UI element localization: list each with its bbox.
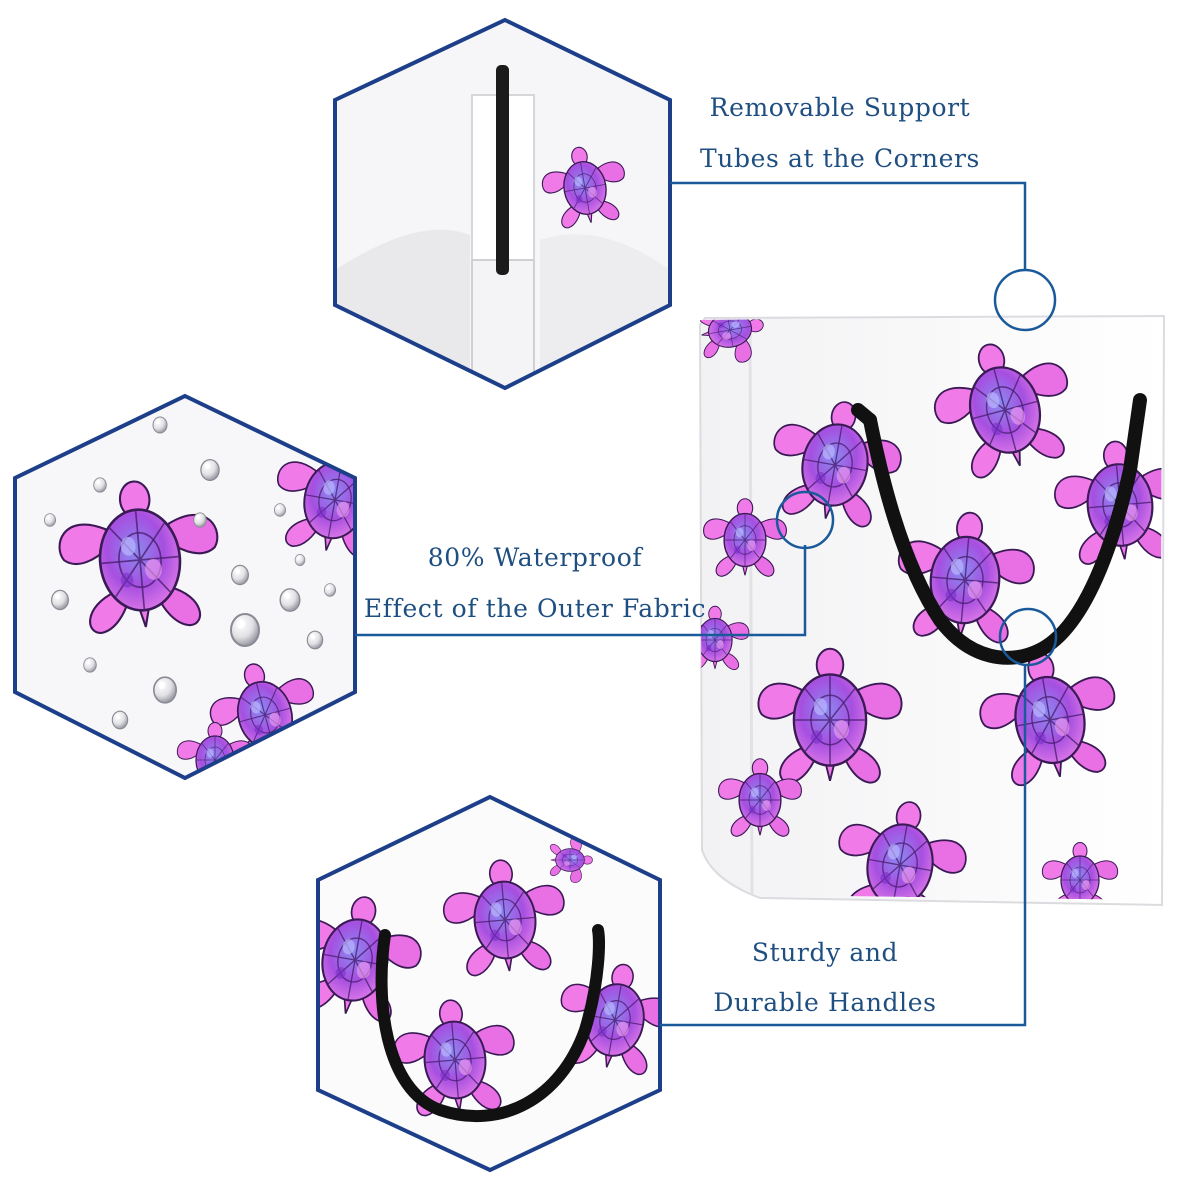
- callout-support-tubes: [670, 181, 1057, 332]
- support-tubes-label-line1: Removable Support: [709, 93, 971, 122]
- handles-label-line1: Sturdy and: [751, 938, 899, 967]
- hexagon-handles: [316, 794, 662, 1173]
- hexagon-waterproof: [13, 393, 357, 781]
- callout-waterproof: [355, 490, 835, 637]
- laundry-basket: [698, 314, 1166, 907]
- waterproof-label-line1: 80% Waterproof: [427, 543, 643, 572]
- support-tubes-label-line2: Tubes at the Corners: [700, 144, 980, 173]
- callout-handles: [660, 607, 1058, 1027]
- waterproof-label-line2: Effect of the Outer Fabric: [363, 594, 707, 623]
- handles-label-line2: Durable Handles: [713, 988, 937, 1017]
- basket-handle: [863, 393, 1147, 665]
- hexagon-support-tubes: [333, 17, 672, 391]
